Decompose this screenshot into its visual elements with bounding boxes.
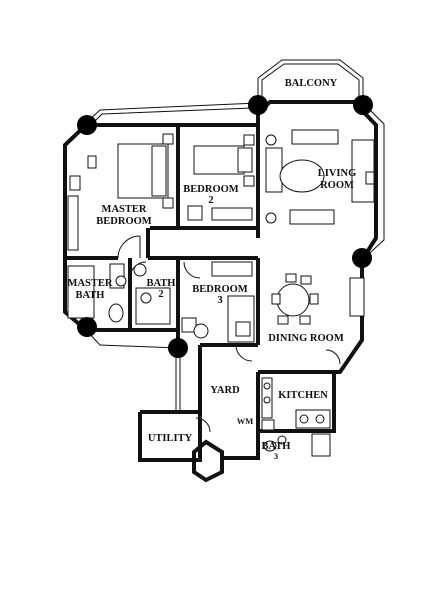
interior-walls (65, 125, 334, 458)
dining-table-set (271, 273, 365, 325)
bedroom-3-furniture (181, 261, 255, 343)
bedroom-2-furniture (187, 134, 255, 221)
bedroom-3-label-line2: 3 (217, 295, 222, 306)
living-room-label-line1: LIVING (318, 168, 357, 179)
bath-2-fixtures (133, 263, 171, 325)
living-room-furniture (265, 129, 375, 225)
bath-3-label-line2: 3 (274, 451, 278, 461)
master-bath-label-line2: BATH (76, 290, 105, 301)
column-dot (248, 95, 268, 115)
column-dot (77, 317, 97, 337)
master-bath-label-line1: MASTER (68, 278, 113, 289)
bedroom-2-label-line1: BEDROOM (183, 184, 239, 195)
bath-2-label-line2: 2 (158, 289, 163, 300)
column-dot (168, 338, 188, 358)
door-arcs (117, 235, 341, 433)
master-bed (67, 133, 174, 251)
yard-label: YARD (210, 385, 240, 396)
yard-utility-walls (138, 348, 258, 483)
master-bath-fixtures (67, 263, 127, 323)
column-dot (352, 248, 372, 268)
living-room-label-line2: ROOM (320, 180, 354, 191)
utility-label: UTILITY (148, 433, 193, 444)
bath-2-label-line1: BATH (147, 278, 176, 289)
column-dot (77, 115, 97, 135)
bedroom-3-label-line1: BEDROOM (192, 284, 248, 295)
structural-columns (77, 95, 373, 358)
master-bedroom-label-line1: MASTER (102, 204, 147, 215)
kitchen-fixtures (261, 377, 331, 431)
balcony-outline (257, 59, 364, 103)
column-dot (353, 95, 373, 115)
wm-label: WM (237, 416, 254, 426)
balcony-label: BALCONY (285, 78, 338, 89)
bedroom-2-label-line2: 2 (208, 195, 213, 206)
master-bedroom-label-line2: BEDROOM (96, 216, 152, 227)
kitchen-label: KITCHEN (278, 390, 328, 401)
dining-room-label: DINING ROOM (268, 333, 344, 344)
bath-3-label-line1: BATH (262, 441, 291, 452)
bath-3-fixtures (263, 433, 331, 457)
